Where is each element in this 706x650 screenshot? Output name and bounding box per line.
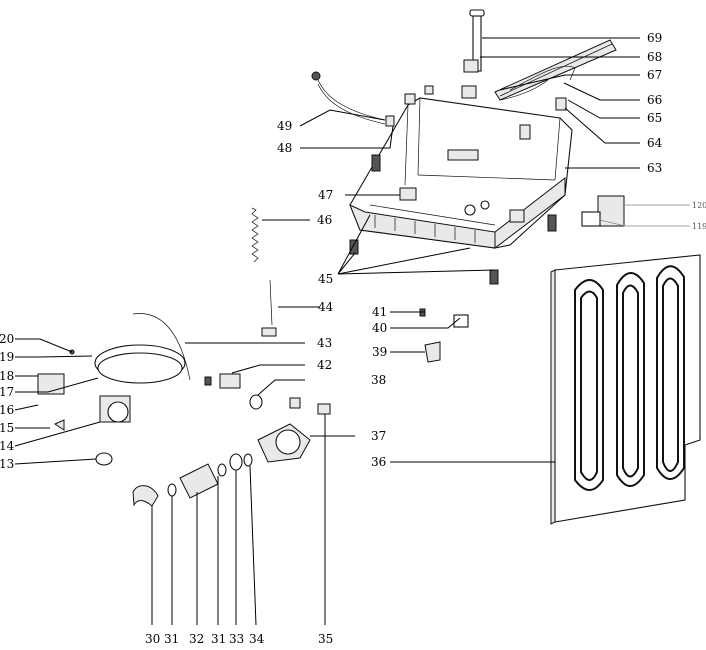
callout-39: 39 [372,345,387,359]
heater-panel [550,254,701,525]
callout-38: 38 [371,373,386,387]
callout-14: 14 [0,439,15,453]
callout-119: 119 [692,222,706,231]
spring-and-rod [251,207,277,337]
callout-labels: 69 68 67 66 65 64 63 120 119 49 48 47 46… [0,31,706,646]
callout-44: 44 [318,300,334,314]
callout-20: 20 [0,332,14,346]
callout-34: 34 [249,632,265,646]
sump-assembly [37,313,191,466]
callout-42: 42 [317,358,332,372]
drain-assembly [132,308,469,507]
callout-16: 16 [0,403,14,417]
callout-31-left: 31 [164,632,179,646]
callout-18: 18 [0,369,14,383]
base-frame [349,85,573,250]
callout-41: 41 [372,305,387,319]
callout-120: 120 [692,201,706,210]
callout-65: 65 [647,111,662,125]
callout-30: 30 [145,632,160,646]
callout-69: 69 [647,31,662,45]
callout-68: 68 [647,50,662,64]
callout-19: 19 [0,350,14,364]
hose-assembly [461,9,617,111]
inlet-hose [311,71,395,127]
callout-67: 67 [647,68,662,82]
callout-33: 33 [229,632,244,646]
callout-17: 17 [0,385,14,399]
callout-37: 37 [371,429,386,443]
callout-46: 46 [317,213,332,227]
callout-32: 32 [189,632,204,646]
callout-13: 13 [0,457,14,471]
callout-40: 40 [372,321,387,335]
callout-48: 48 [277,141,292,155]
callout-47: 47 [318,188,333,202]
callout-64: 64 [647,136,663,150]
detergent-boxes [581,195,625,227]
callout-66: 66 [647,93,662,107]
callout-36: 36 [371,455,386,469]
callout-45: 45 [318,272,333,286]
callout-31-right: 31 [211,632,226,646]
callout-35: 35 [318,632,333,646]
leader-lines [14,37,690,626]
callout-43: 43 [317,336,332,350]
adjustable-feet [349,154,557,285]
callout-49: 49 [277,119,292,133]
callout-63: 63 [647,161,662,175]
callout-15: 15 [0,421,14,435]
